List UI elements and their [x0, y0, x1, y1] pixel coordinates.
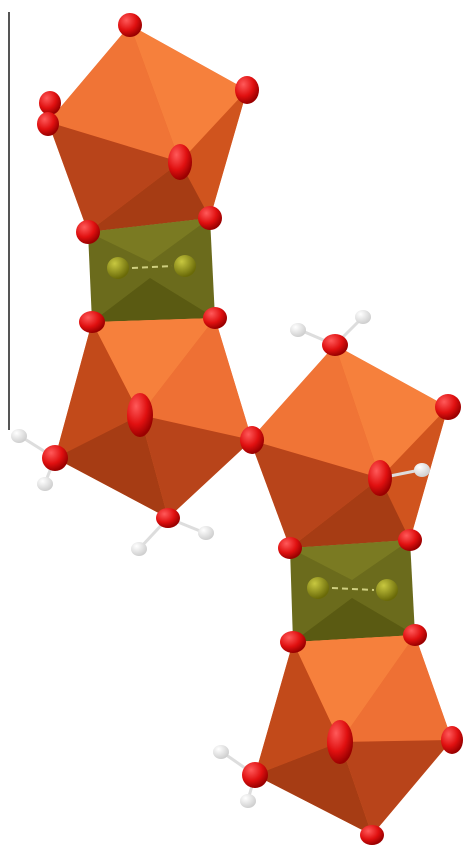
square-link-1 — [88, 218, 215, 322]
oxygen-atoms — [37, 13, 463, 845]
hydrogen-atoms — [11, 310, 430, 808]
square-link-2 — [290, 540, 415, 642]
metal-center — [107, 257, 129, 279]
octahedron-3 — [250, 345, 448, 548]
octahedron-2 — [55, 318, 252, 518]
octahedron-4 — [255, 635, 452, 835]
octahedron-1 — [48, 25, 247, 232]
metal-center — [307, 577, 329, 599]
metal-center — [174, 255, 196, 277]
metal-center — [376, 579, 398, 601]
